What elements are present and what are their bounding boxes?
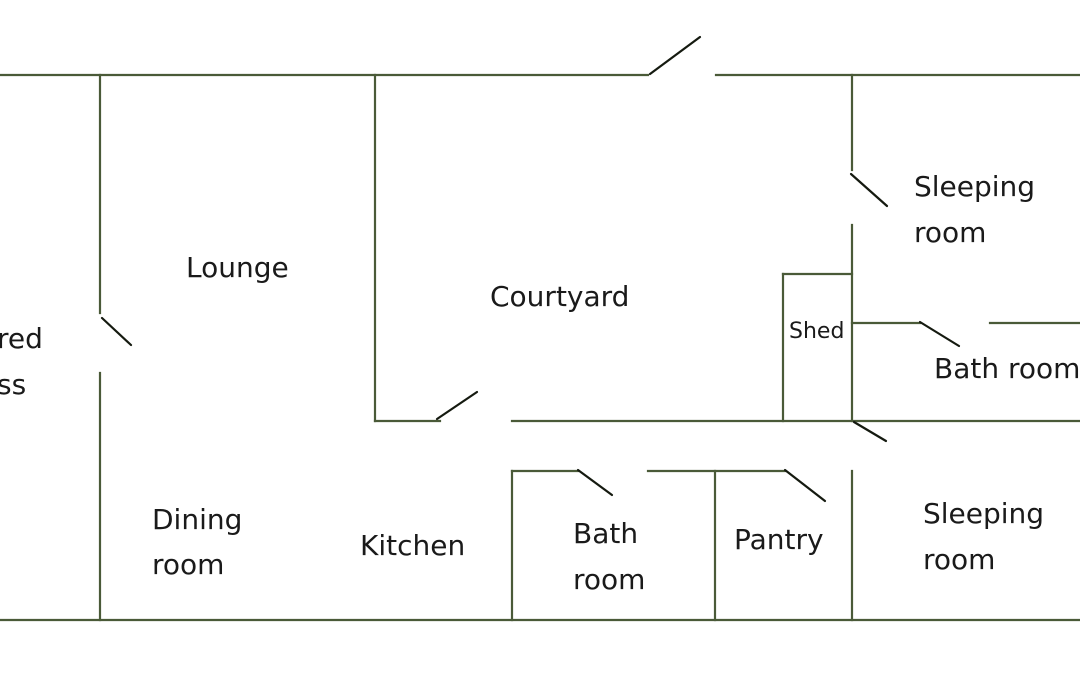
label-sleeping-bottom-line1: Sleeping bbox=[923, 497, 1044, 530]
door-courtyard bbox=[435, 390, 479, 421]
label-pantry: Pantry bbox=[734, 523, 824, 556]
label-sleeping-top-line1: Sleeping bbox=[914, 170, 1035, 203]
label-lounge: Lounge bbox=[186, 251, 289, 284]
room-labels: red ss Lounge Courtyard Sleeping room Sh… bbox=[0, 170, 1080, 596]
label-covered-access-line2: ss bbox=[0, 368, 26, 401]
label-sleeping-top-line2: room bbox=[914, 216, 986, 249]
label-shed: Shed bbox=[789, 319, 844, 344]
door-pantry bbox=[783, 468, 827, 503]
door-main-entrance bbox=[648, 35, 702, 76]
label-covered-access-line1: red bbox=[0, 322, 43, 355]
label-kitchen: Kitchen bbox=[360, 529, 465, 562]
doors bbox=[100, 35, 961, 503]
door-sleeping-top bbox=[849, 172, 889, 208]
door-lounge-access bbox=[100, 316, 133, 347]
label-dining-line1: Dining bbox=[152, 503, 242, 536]
label-dining-line2: room bbox=[152, 548, 224, 581]
label-sleeping-bottom-line2: room bbox=[923, 543, 995, 576]
label-bath-room-right: Bath room bbox=[934, 352, 1080, 385]
door-bath-right bbox=[918, 320, 961, 348]
label-courtyard: Courtyard bbox=[490, 280, 629, 313]
door-corridor bbox=[852, 420, 888, 443]
walls bbox=[0, 73, 1080, 622]
label-bath-bottom-line1: Bath bbox=[573, 517, 638, 550]
label-bath-bottom-line2: room bbox=[573, 563, 645, 596]
door-bath-bottom bbox=[576, 468, 614, 497]
